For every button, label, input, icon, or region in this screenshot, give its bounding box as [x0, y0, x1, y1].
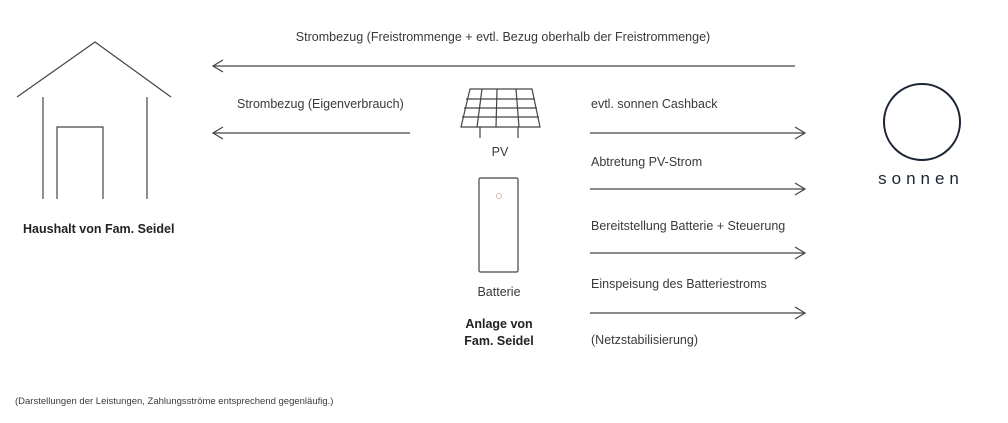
- right-flow-label-3: Bereitstellung Batterie + Steuerung: [591, 219, 786, 233]
- house-icon: [16, 41, 172, 199]
- sonnen-logo-text: sonnen: [878, 169, 964, 188]
- household-label: Haushalt von Fam. Seidel: [23, 222, 175, 236]
- left-flow-label: Strombezug (Eigenverbrauch): [237, 97, 404, 111]
- arrow-top: [211, 59, 795, 73]
- arrow-left: [211, 126, 410, 140]
- sonnen-logo-icon: [883, 83, 961, 161]
- footnote: (Darstellungen der Leistungen, Zahlungss…: [15, 396, 334, 407]
- arrow-right-1: [590, 126, 807, 140]
- installation-label-line1: Anlage von: [465, 317, 533, 331]
- installation-label-line2: Fam. Seidel: [464, 334, 534, 348]
- top-flow-label: Strombezug (Freistrommenge + evtl. Bezug…: [295, 30, 711, 44]
- arrow-right-2: [590, 182, 807, 196]
- right-flow-label-4: Einspeisung des Batteriestroms: [591, 277, 767, 291]
- right-flow-label-1: evtl. sonnen Cashback: [591, 97, 718, 111]
- solar-panel-icon: [460, 88, 541, 138]
- pv-label: PV: [491, 145, 509, 159]
- battery-label: Batterie: [477, 285, 521, 299]
- right-flow-note: (Netzstabilisierung): [591, 333, 698, 347]
- right-flow-label-2: Abtretung PV-Strom: [591, 155, 703, 169]
- battery-icon: [478, 177, 519, 273]
- arrow-right-4: [590, 306, 807, 320]
- arrow-right-3: [590, 246, 807, 260]
